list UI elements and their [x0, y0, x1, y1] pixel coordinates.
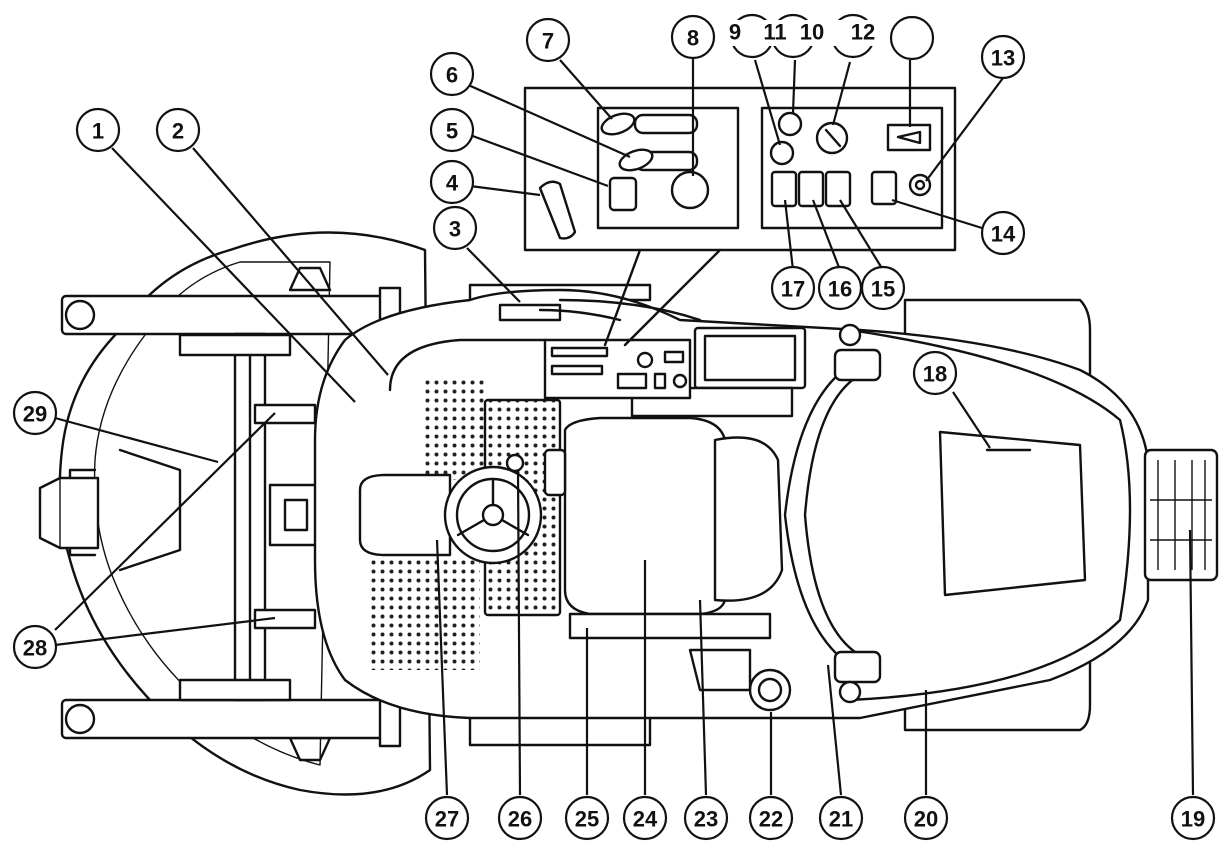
fuel-cap	[688, 648, 792, 712]
callout-7: 7	[525, 17, 571, 63]
callout-16: 16	[817, 265, 863, 311]
roll-bar	[783, 323, 882, 704]
callout-17: 17	[770, 265, 816, 311]
callout-18: 18	[912, 350, 958, 396]
callout-5: 5	[429, 107, 475, 153]
svg-text:21: 21	[829, 807, 853, 832]
operator-seat	[563, 386, 794, 640]
callout-3: 3	[432, 205, 478, 251]
callout-26: 26	[497, 795, 543, 841]
svg-text:29: 29	[23, 402, 47, 427]
svg-text:18: 18	[923, 362, 947, 387]
callout-8: 8	[670, 14, 716, 60]
svg-text:1: 1	[92, 119, 104, 144]
callout-1: 1	[75, 107, 121, 153]
svg-text:2: 2	[172, 119, 184, 144]
svg-text:5: 5	[446, 119, 458, 144]
deck-lift-arms	[60, 286, 402, 748]
label-12: 12	[851, 20, 875, 45]
svg-text:20: 20	[914, 807, 938, 832]
svg-text:15: 15	[871, 277, 895, 302]
svg-text:4: 4	[446, 171, 459, 196]
callout-2: 2	[155, 107, 201, 153]
svg-text:3: 3	[449, 217, 461, 242]
callout-23: 23	[683, 795, 729, 841]
svg-text:24: 24	[633, 807, 658, 832]
leader-lines	[54, 58, 1195, 796]
svg-text:28: 28	[23, 636, 47, 661]
callout-14: 14	[980, 210, 1026, 256]
svg-text:27: 27	[435, 807, 459, 832]
callout-13: 13	[980, 34, 1026, 80]
svg-text:6: 6	[446, 63, 458, 88]
lever-base	[498, 303, 622, 322]
callout-blank	[889, 15, 935, 61]
svg-text:23: 23	[694, 807, 718, 832]
svg-text:19: 19	[1181, 807, 1205, 832]
callout-21: 21	[818, 795, 864, 841]
label-11: 11	[763, 20, 786, 45]
svg-text:16: 16	[828, 277, 852, 302]
svg-text:22: 22	[759, 807, 783, 832]
svg-text:25: 25	[575, 807, 599, 832]
svg-text:13: 13	[991, 46, 1015, 71]
callout-25: 25	[564, 795, 610, 841]
callout-28: 28	[12, 624, 58, 670]
svg-text:26: 26	[508, 807, 532, 832]
svg-text:14: 14	[991, 222, 1016, 247]
svg-text:8: 8	[687, 26, 699, 51]
callout-19: 19	[1170, 795, 1216, 841]
callout-22: 22	[748, 795, 794, 841]
callout-6: 6	[429, 51, 475, 97]
callout-15: 15	[860, 265, 906, 311]
callout-24: 24	[622, 795, 668, 841]
steering-assembly	[358, 448, 567, 565]
label-10: 10	[800, 20, 824, 45]
dashboard-mini-panel	[543, 338, 692, 400]
callout-4: 4	[429, 159, 475, 205]
callout-20: 20	[903, 795, 949, 841]
header-label-row: 9 11 10 12	[722, 13, 892, 59]
svg-text:17: 17	[781, 277, 805, 302]
label-9: 9	[729, 20, 741, 45]
svg-text:7: 7	[542, 29, 554, 54]
callout-27: 27	[424, 795, 470, 841]
callout-29: 29	[12, 390, 58, 436]
